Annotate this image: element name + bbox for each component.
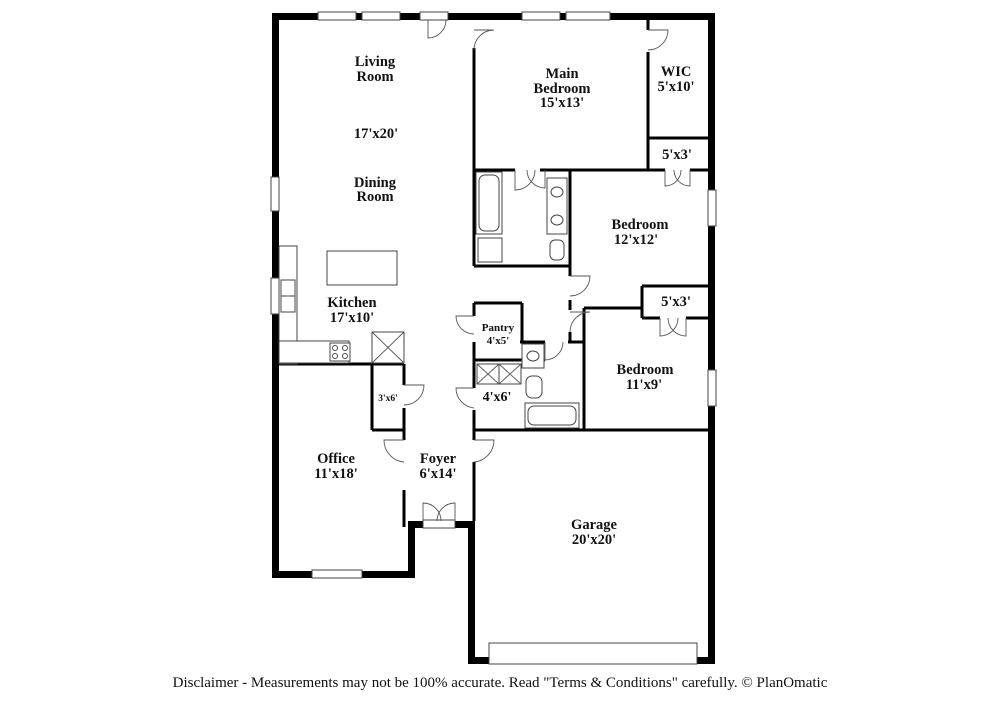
doors: [383, 19, 691, 522]
pantry-size: 4'x5': [487, 335, 510, 347]
foyer-size: 6'x14': [419, 466, 456, 482]
main-bedroom-label-2: Bedroom: [534, 81, 591, 97]
kitchen-sink: [280, 279, 296, 297]
office-label: Office: [317, 451, 355, 467]
hall-bath-size: 4'x6': [483, 390, 512, 405]
wic-label: WIC: [661, 64, 692, 80]
living-room-label-2: Room: [356, 69, 393, 85]
fixtures: [278, 171, 580, 429]
closet-bedroom-3-size: 5'x3': [661, 294, 691, 310]
room-labels: Living Room 17'x20' Dining Room Kitchen …: [314, 54, 694, 548]
dining-room-label-1: Dining: [354, 175, 397, 191]
kitchen-island: [326, 250, 398, 286]
interior-walls: [279, 20, 708, 527]
foyer-label: Foyer: [420, 451, 457, 467]
kitchen-size: 17'x10': [330, 310, 374, 326]
main-bedroom-size: 15'x13': [540, 95, 584, 111]
pantry-label: Pantry: [482, 322, 515, 334]
coat-closet-size: 3'x6': [378, 394, 398, 404]
disclaimer-text: Disclaimer - Measurements may not be 100…: [172, 675, 828, 691]
dining-room-label-2: Room: [356, 189, 393, 205]
vanity: [546, 177, 568, 235]
closet-main-hall-size: 5'x3': [662, 147, 692, 163]
stove: [329, 342, 351, 362]
wic-size: 5'x10': [657, 79, 694, 95]
garage-size: 20'x20': [572, 532, 616, 548]
office-size: 11'x18': [314, 466, 358, 482]
kitchen-label: Kitchen: [327, 295, 376, 311]
shower: [477, 237, 503, 263]
toilet: [549, 239, 565, 261]
living-dining-size: 17'x20': [354, 126, 398, 142]
garage-label: Garage: [571, 517, 617, 533]
bedroom-2-label: Bedroom: [612, 217, 669, 233]
bedroom-3-size: 11'x9': [626, 377, 662, 393]
bedroom-2-size: 12'x12': [614, 232, 658, 248]
main-bedroom-label-1: Main: [545, 66, 578, 82]
hall-bath-toilet: [525, 375, 543, 399]
bedroom-3-label: Bedroom: [617, 362, 674, 378]
living-room-label-1: Living: [355, 54, 396, 70]
kitchen-sink-2: [280, 295, 296, 313]
